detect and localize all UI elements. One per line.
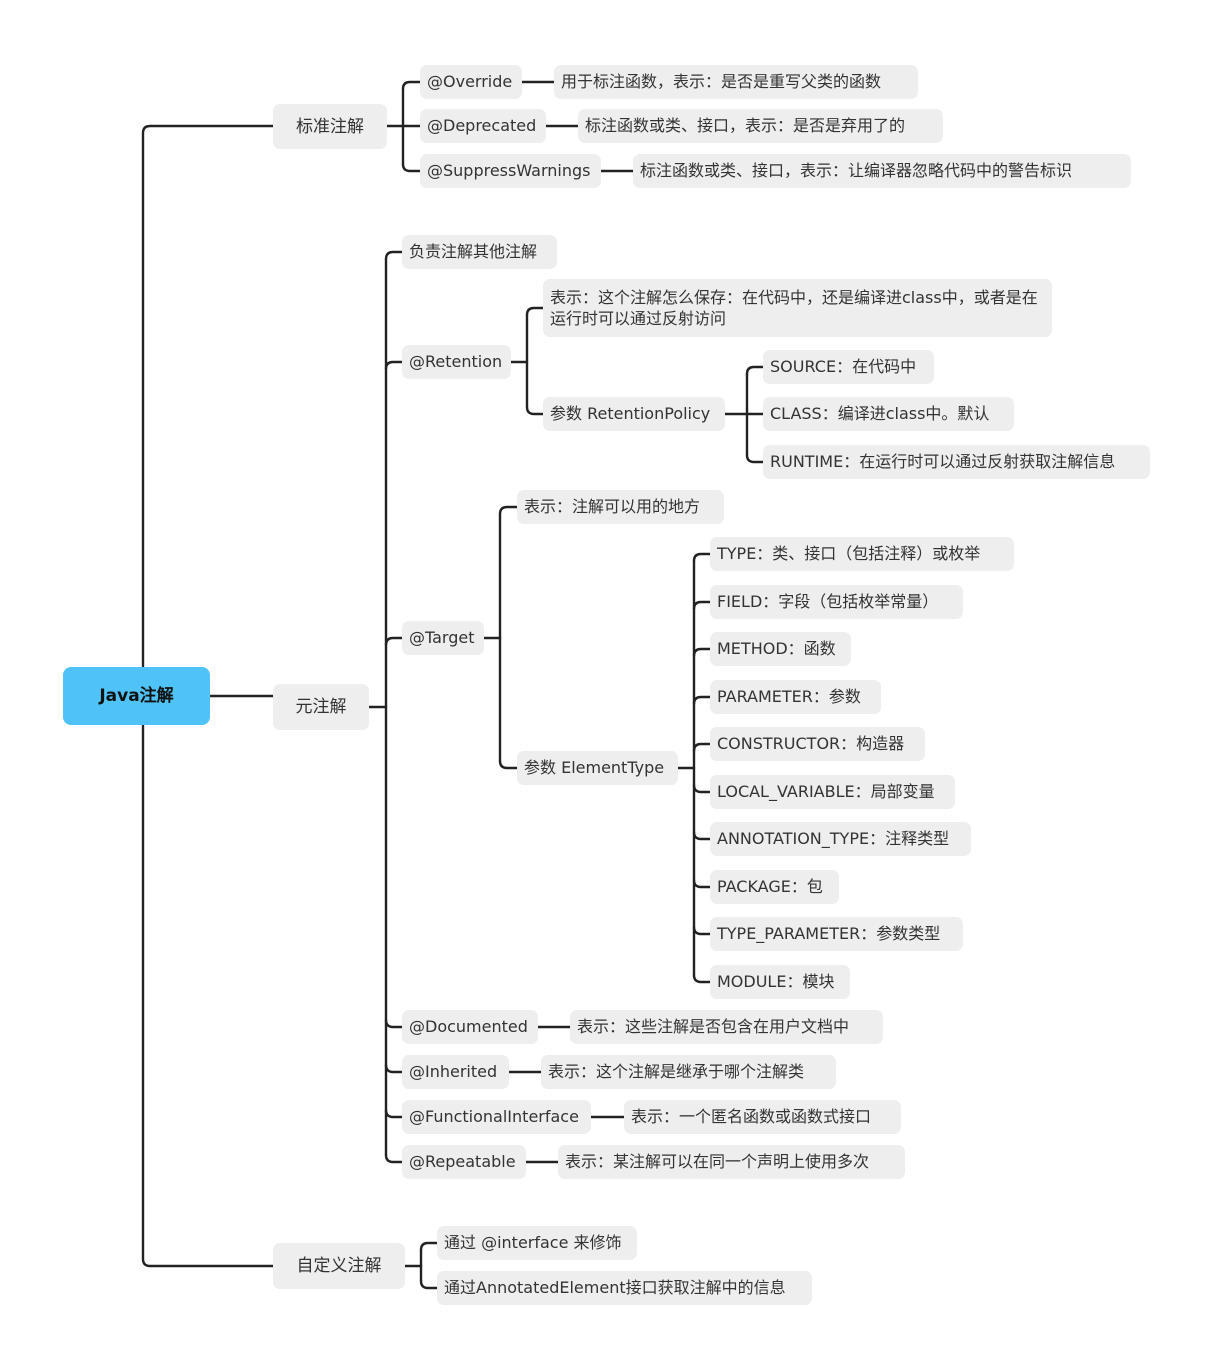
node-inherited[interactable]: @Inherited: [402, 1055, 509, 1089]
node-override-desc[interactable]: 用于标注函数，表示：是否是重写父类的函数: [554, 65, 918, 99]
node-policy-runtime[interactable]: RUNTIME：在运行时可以通过反射获取注解信息: [763, 445, 1150, 479]
node-et-type-parameter[interactable]: TYPE_PARAMETER：参数类型: [710, 917, 963, 951]
node-policy-class[interactable]: CLASS：编译进class中。默认: [763, 397, 1014, 431]
node-custom-interface[interactable]: 通过 @interface 来修饰: [437, 1226, 637, 1260]
node-retention-desc[interactable]: 表示：这个注解怎么保存：在代码中，还是编译进class中，或者是在运行时可以通过…: [543, 279, 1052, 337]
node-target-desc[interactable]: 表示：注解可以用的地方: [517, 490, 724, 524]
node-repeatable-desc[interactable]: 表示：某注解可以在同一个声明上使用多次: [558, 1145, 905, 1179]
node-et-annotation-type[interactable]: ANNOTATION_TYPE：注释类型: [710, 822, 971, 856]
node-et-method[interactable]: METHOD：函数: [710, 632, 851, 666]
node-et-type[interactable]: TYPE：类、接口（包括注释）或枚举: [710, 537, 1014, 571]
node-deprecated-desc[interactable]: 标注函数或类、接口，表示：是否是弃用了的: [578, 109, 943, 143]
node-suppresswarnings-desc[interactable]: 标注函数或类、接口，表示：让编译器忽略代码中的警告标识: [633, 154, 1131, 188]
node-custom-annotations[interactable]: 自定义注解: [273, 1243, 405, 1289]
node-deprecated[interactable]: @Deprecated: [420, 109, 546, 143]
node-element-type[interactable]: 参数 ElementType: [517, 751, 678, 785]
node-target[interactable]: @Target: [402, 621, 484, 655]
node-policy-source[interactable]: SOURCE：在代码中: [763, 350, 934, 384]
node-inherited-desc[interactable]: 表示：这个注解是继承于哪个注解类: [541, 1055, 836, 1089]
node-functionalinterface[interactable]: @FunctionalInterface: [402, 1100, 591, 1134]
node-suppresswarnings[interactable]: @SuppressWarnings: [420, 154, 601, 188]
node-standard-annotations[interactable]: 标准注解: [273, 104, 387, 149]
node-documented-desc[interactable]: 表示：这些注解是否包含在用户文档中: [570, 1010, 883, 1044]
node-retention-policy[interactable]: 参数 RetentionPolicy: [543, 397, 725, 431]
node-meta-annotations[interactable]: 元注解: [273, 684, 369, 730]
node-et-package[interactable]: PACKAGE：包: [710, 870, 839, 904]
node-repeatable[interactable]: @Repeatable: [402, 1145, 526, 1179]
node-documented[interactable]: @Documented: [402, 1010, 538, 1044]
node-et-constructor[interactable]: CONSTRUCTOR：构造器: [710, 727, 925, 761]
node-retention[interactable]: @Retention: [402, 345, 511, 379]
node-et-local-variable[interactable]: LOCAL_VARIABLE：局部变量: [710, 775, 955, 809]
node-functionalinterface-desc[interactable]: 表示：一个匿名函数或函数式接口: [624, 1100, 901, 1134]
root-node[interactable]: Java注解: [63, 667, 210, 725]
node-custom-annotatedelement[interactable]: 通过AnnotatedElement接口获取注解中的信息: [437, 1271, 812, 1305]
node-et-module[interactable]: MODULE：模块: [710, 965, 850, 999]
node-override[interactable]: @Override: [420, 65, 522, 99]
node-et-parameter[interactable]: PARAMETER：参数: [710, 680, 881, 714]
node-et-field[interactable]: FIELD：字段（包括枚举常量）: [710, 585, 963, 619]
node-responsible[interactable]: 负责注解其他注解: [402, 235, 557, 269]
